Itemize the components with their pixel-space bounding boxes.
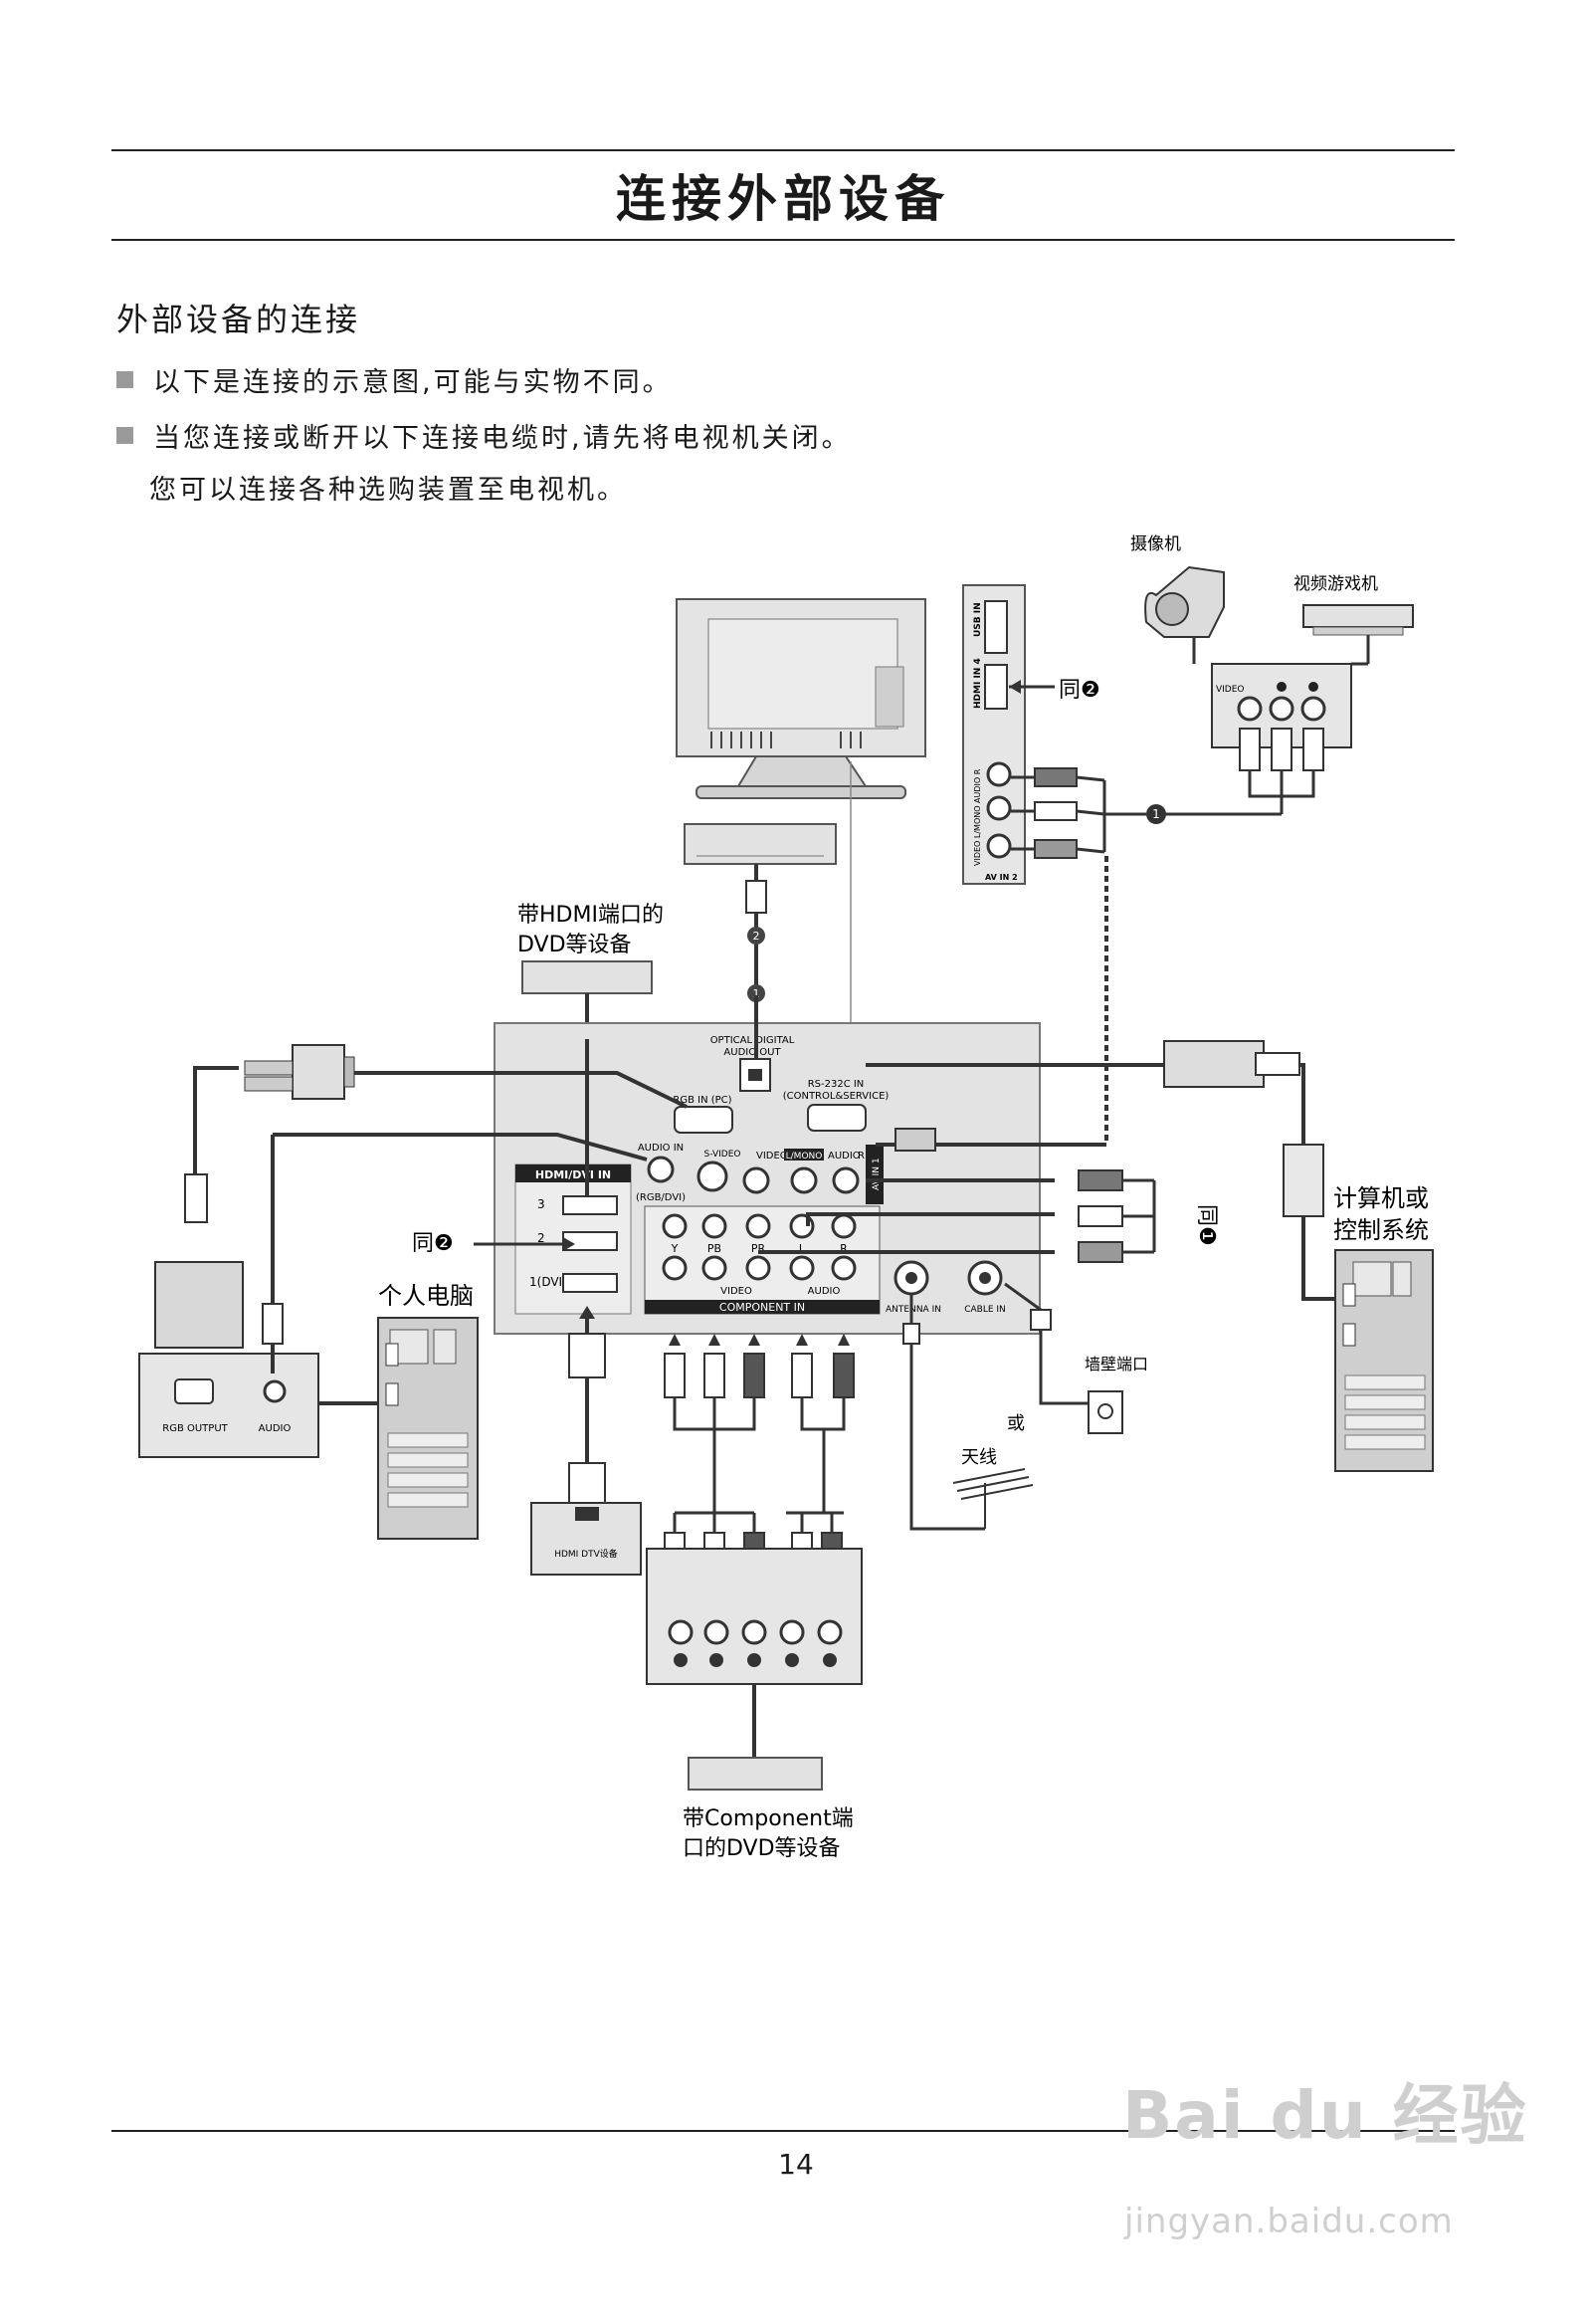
- camcorder: 摄像机: [1130, 534, 1225, 638]
- marker-1-side: 1: [1152, 807, 1160, 821]
- antenna-in-label: ANTENNA IN: [886, 1305, 941, 1315]
- comp-y-label: Y: [671, 1242, 679, 1255]
- av-cable-1: 1: [1011, 728, 1324, 1145]
- hdmi-2-label: 2: [537, 1231, 545, 1245]
- camcorder-label: 摄像机: [1130, 534, 1181, 554]
- optical-audio-device: 2 1: [684, 823, 837, 1002]
- av-in-1-plugs: [894, 1128, 1156, 1263]
- component-cables: [664, 1334, 855, 1578]
- bottom-rule: [111, 2130, 1455, 2132]
- same-as-2-left-label: 同❷: [412, 1231, 454, 1256]
- rs232-label-1: RS-232C IN: [808, 1079, 865, 1090]
- hdmi-dtv-device: HDMI DTV设备: [530, 1306, 642, 1576]
- comp-l-label: L: [799, 1242, 806, 1255]
- component-output-box: 带Component端 口的DVD等设备: [646, 1548, 863, 1861]
- av-box-video-label: VIDEO: [1216, 685, 1245, 695]
- computer-control-system: 计算机或 控制系统: [866, 1040, 1434, 1472]
- rs232-label-2: (CONTROL&SERVICE): [783, 1091, 890, 1102]
- audio-label: AUDIO: [828, 1151, 861, 1162]
- antenna-label: 天线: [961, 1447, 997, 1468]
- same-as-2-label: 同❷: [1059, 678, 1100, 703]
- hdmi-dvd-label-line1: 带HDMI端口的: [517, 903, 664, 928]
- cable-in-label: CABLE IN: [964, 1305, 1006, 1315]
- mono-label: L/MONO: [786, 1152, 823, 1162]
- bullet-item: 当您连接或断开以下连接电缆时,请先将电视机关闭。: [116, 416, 852, 455]
- side-panel: USB IN HDMI IN 4 VIDEO L/MONO AUDIO R AV…: [962, 584, 1100, 885]
- bullet-square-icon: [116, 427, 133, 444]
- section-heading: 外部设备的连接: [116, 301, 361, 338]
- tv-back-view: [676, 598, 926, 1025]
- hdmi-3-label: 3: [537, 1197, 545, 1211]
- pc-rgb-audio-box: RGB OUTPUT AUDIO: [138, 1044, 378, 1458]
- note-text: 您可以连接各种选购装置至电视机。: [149, 475, 627, 506]
- hdmi-1-label: 1(DVI): [529, 1275, 567, 1289]
- audio-in-sub-label: (RGB/DVI): [636, 1192, 686, 1203]
- page-number: 14: [778, 2148, 814, 2181]
- video-label: VIDEO: [756, 1151, 788, 1162]
- game-console: 视频游戏机: [1293, 574, 1414, 636]
- watermark-logo: Bai du 经验: [1122, 2077, 1528, 2154]
- hdmi-in-4-label: HDMI IN 4: [973, 658, 983, 709]
- watermark-url: jingyan.baidu.com: [1124, 2202, 1454, 2241]
- s-video-label: S-VIDEO: [704, 1150, 741, 1160]
- bullet-text: 以下是连接的示意图,可能与实物不同。: [153, 367, 673, 398]
- personal-computer: 个人电脑: [377, 1282, 479, 1540]
- av-in-2-label: AV IN 2: [985, 873, 1018, 882]
- hdmi-dvd-label-line2: DVD等设备: [517, 933, 632, 957]
- antenna-and-wall-jack: 墙壁端口 或 天线: [902, 1282, 1148, 1531]
- bullet-text: 当您连接或断开以下连接电缆时,请先将电视机关闭。: [153, 423, 852, 454]
- bullet-item: 以下是连接的示意图,可能与实物不同。: [116, 360, 673, 399]
- component-dvd-label-line1: 带Component端: [683, 1806, 854, 1831]
- top-rule: [111, 149, 1455, 151]
- title-underline: [111, 239, 1455, 241]
- hdmi-header-label: HDMI/DVI IN: [535, 1168, 611, 1181]
- rear-cables: [273, 995, 1106, 1254]
- r-label: R: [858, 1151, 865, 1162]
- same-as-1-label: 同❶: [1194, 1204, 1219, 1246]
- av-in-1-label: AV IN 1: [872, 1158, 882, 1190]
- marker-1-label: 1: [753, 987, 760, 1000]
- comp-video-label: VIDEO: [720, 1286, 752, 1297]
- rgb-in-label: RGB IN (PC): [673, 1095, 731, 1106]
- page-title: 连接外部设备: [616, 170, 950, 228]
- comp-audio-label: AUDIO: [808, 1286, 841, 1297]
- side-av-labels: VIDEO L/MONO AUDIO R: [973, 768, 982, 866]
- or-label: 或: [1007, 1413, 1025, 1434]
- comp-pb-label: PB: [707, 1242, 721, 1255]
- game-console-label: 视频游戏机: [1293, 574, 1378, 594]
- wall-jack-label: 墙壁端口: [1085, 1355, 1148, 1373]
- optical-label-2: AUDIO OUT: [723, 1047, 781, 1058]
- pc-label: 个人电脑: [378, 1282, 474, 1310]
- comp-r-label: R: [840, 1242, 848, 1255]
- rgb-output-label: RGB OUTPUT: [162, 1423, 228, 1434]
- component-dvd-label-line2: 口的DVD等设备: [683, 1836, 841, 1861]
- same-as-2-left: 同❷: [412, 1231, 575, 1256]
- optical-label-1: OPTICAL DIGITAL: [710, 1035, 795, 1046]
- pc-audio-label: AUDIO: [259, 1423, 292, 1434]
- usb-in-label: USB IN: [973, 602, 983, 637]
- component-in-label: COMPONENT IN: [719, 1301, 805, 1314]
- computer-label-line1: 计算机或: [1333, 1184, 1429, 1212]
- marker-2-label: 2: [753, 930, 760, 943]
- computer-label-line2: 控制系统: [1333, 1216, 1429, 1244]
- hdmi-dtv-label: HDMI DTV设备: [554, 1548, 618, 1560]
- audio-in-label: AUDIO IN: [638, 1143, 684, 1154]
- bullet-square-icon: [116, 371, 133, 388]
